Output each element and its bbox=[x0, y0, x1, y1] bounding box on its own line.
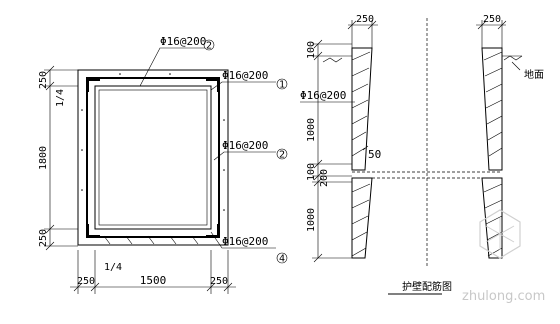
watermark: zhulong.com bbox=[462, 209, 545, 304]
section-left-wall-lower bbox=[351, 177, 373, 259]
marker-1: 1 bbox=[276, 78, 288, 91]
plan-wall-dots bbox=[81, 73, 225, 211]
rebar-label-right-mid: Φ16@200 bbox=[222, 139, 268, 152]
section-title: 护壁配筋图 bbox=[402, 280, 452, 293]
plan-outer-wall bbox=[77, 69, 229, 246]
svg-text:2: 2 bbox=[206, 41, 212, 52]
section-right-wall-upper bbox=[481, 47, 503, 171]
svg-text:1: 1 bbox=[279, 80, 285, 91]
plan-view: Φ16@200 Φ16@200 Φ16@200 Φ16@200 2 1 2 4 bbox=[38, 35, 288, 294]
dim-left-small: 1/4 bbox=[55, 89, 66, 107]
dim-side-small2: 200 bbox=[319, 169, 330, 187]
plan-left-dimension: 250 1/4 1800 250 bbox=[38, 65, 78, 251]
section-view: 250 250 100 1000 100 200 1000 Φ16@200 bbox=[300, 14, 544, 295]
dim-bottom-left: 250 bbox=[77, 276, 95, 287]
rebar-label-top: Φ16@200 bbox=[160, 35, 206, 48]
leader-right-mid bbox=[213, 151, 276, 161]
rebar-label-bottom: Φ16@200 bbox=[222, 235, 268, 248]
marker-2-mid: 2 bbox=[276, 148, 288, 161]
section-left-wall-upper bbox=[351, 47, 373, 171]
dim-top-left: 250 bbox=[356, 14, 374, 25]
marker-4: 4 bbox=[276, 252, 288, 265]
section-right-wall-lower bbox=[481, 177, 503, 259]
slope-leader bbox=[362, 145, 369, 151]
slope-label: 50 bbox=[368, 148, 381, 161]
dim-left-bottom: 250 bbox=[38, 229, 49, 247]
dim-left-top: 250 bbox=[38, 71, 49, 89]
plan-corner-bars bbox=[87, 79, 219, 237]
dim-left-mid: 1800 bbox=[38, 146, 49, 170]
dim-side-mid: 1000 bbox=[306, 118, 317, 142]
section-left-dimensions: 100 1000 100 200 1000 bbox=[306, 39, 352, 263]
plan-bottom-dowels bbox=[103, 235, 199, 245]
dim-side-bottom: 1000 bbox=[306, 208, 317, 232]
svg-text:2: 2 bbox=[279, 150, 285, 161]
section-rebar-label: Φ16@200 bbox=[300, 89, 346, 102]
leader-top bbox=[139, 47, 205, 87]
rebar-label-right-upper: Φ16@200 bbox=[222, 69, 268, 82]
plan-rebar-ring bbox=[86, 77, 220, 238]
marker-2-top: 2 bbox=[203, 39, 215, 52]
leader-bottom bbox=[210, 231, 276, 249]
dim-side-top: 100 bbox=[306, 41, 317, 59]
section-hatching bbox=[351, 51, 503, 257]
leader-right-upper bbox=[210, 81, 276, 91]
plan-inner-wall bbox=[94, 85, 212, 230]
dim-bottom-mid: 1500 bbox=[140, 274, 167, 287]
dim-bottom-right: 250 bbox=[210, 276, 228, 287]
plan-bottom-dimension: 1/4 250 1500 250 bbox=[70, 250, 236, 294]
svg-text:4: 4 bbox=[279, 254, 285, 265]
ground-hatch-left bbox=[322, 57, 343, 63]
dim-bottom-small: 1/4 bbox=[104, 262, 122, 273]
watermark-text: zhulong.com bbox=[462, 289, 545, 304]
section-top-dimensions: 250 250 bbox=[347, 14, 507, 48]
dim-top-right: 250 bbox=[483, 14, 501, 25]
plan-inner-rebar bbox=[98, 89, 208, 226]
ground-marker: 地面 bbox=[502, 55, 544, 81]
dim-side-small1: 100 bbox=[306, 163, 317, 181]
ground-label: 地面 bbox=[524, 68, 544, 81]
